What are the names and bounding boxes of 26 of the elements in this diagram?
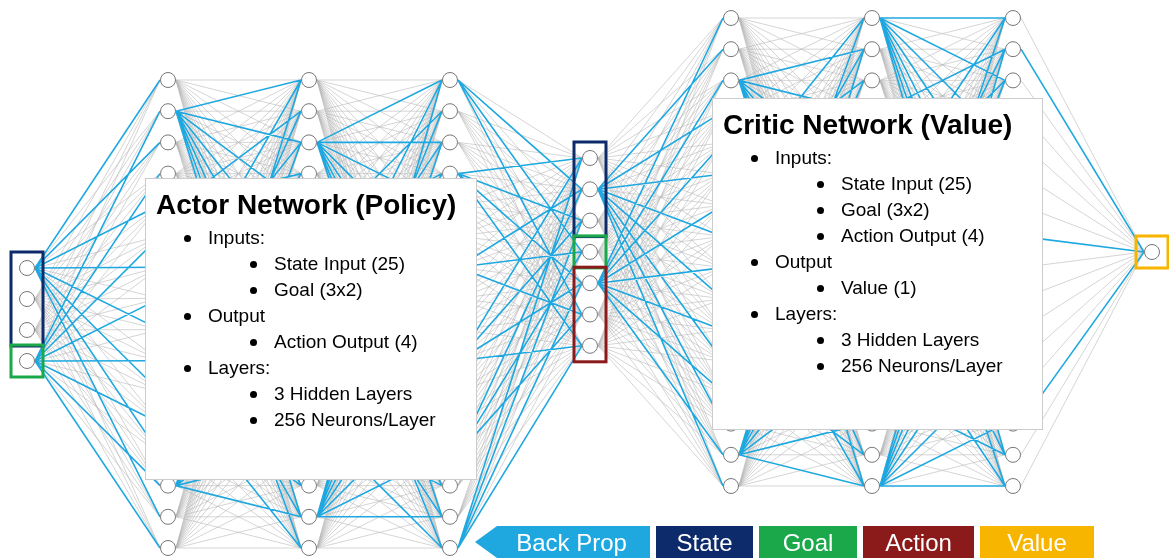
panel-title: Actor Network (Policy) — [156, 188, 458, 222]
legend-label: Back Prop — [516, 529, 627, 556]
bullet-item: Layers: — [775, 303, 838, 324]
text-panel — [145, 178, 477, 480]
legend-label: Action — [885, 529, 952, 556]
bullet-item: Layers: — [208, 357, 271, 378]
legend-label: Goal — [782, 529, 834, 556]
bullet-item: State Input (25) — [274, 253, 405, 274]
bullet-item: State Input (25) — [841, 173, 972, 194]
bullet-item: Inputs: — [775, 147, 833, 168]
legend-label: State — [676, 529, 733, 556]
bullet-item: Goal (3x2) — [841, 199, 930, 220]
bullet-item: Value (1) — [841, 277, 917, 298]
bullet-item: 256 Neurons/Layer — [274, 409, 436, 430]
bullet-item: Goal (3x2) — [274, 279, 363, 300]
bullet-item: 256 Neurons/Layer — [841, 355, 1003, 376]
bullet-item: Inputs: — [208, 227, 266, 248]
bullet-item: Action Output (4) — [841, 225, 985, 246]
bullet-item: Output — [775, 251, 833, 272]
bullet-item: 3 Hidden Layers — [841, 329, 980, 350]
panel-title: Critic Network (Value) — [723, 108, 1014, 142]
legend-label: Value — [1007, 529, 1067, 556]
bullet-item: Action Output (4) — [274, 331, 418, 352]
bullet-item: 3 Hidden Layers — [274, 383, 413, 404]
text-panel — [712, 98, 1043, 430]
bullet-item: Output — [208, 305, 266, 326]
